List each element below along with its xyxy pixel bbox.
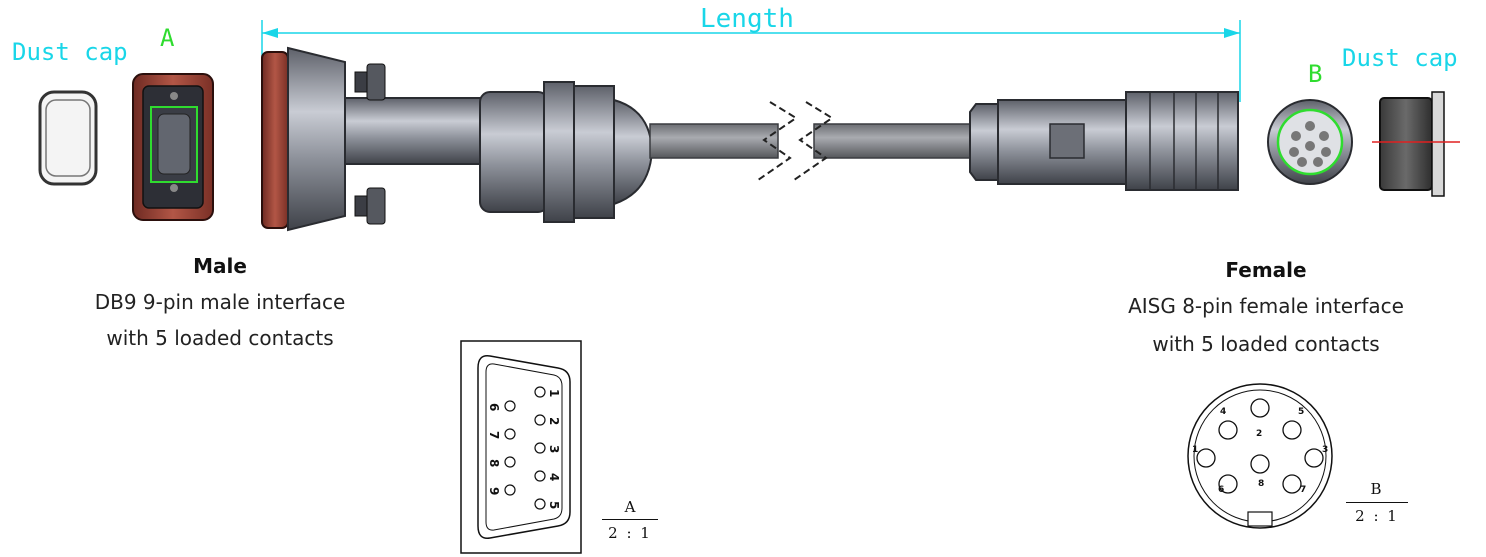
aisg-pin-4 <box>1218 420 1238 440</box>
aisg-pin-label-2: 2 <box>1256 429 1262 439</box>
aisg-view-letter: B <box>1370 480 1382 498</box>
aisg-pin-7 <box>1282 474 1302 494</box>
db9-pinout-drawing: 1 2 3 4 5 6 7 8 9 <box>460 340 582 554</box>
db9-pin-6 <box>504 400 516 412</box>
db9-pin-8 <box>504 456 516 468</box>
db9-pin-1 <box>534 386 546 398</box>
aisg-pin-label-5: 5 <box>1298 407 1304 417</box>
length-label: Length <box>700 4 794 34</box>
aisg-pin-1 <box>1196 448 1216 468</box>
aisg-pin-label-7: 7 <box>1300 485 1306 495</box>
db9-drawing-frame <box>460 340 582 554</box>
aisg-pin-label-6: 6 <box>1218 485 1224 495</box>
aisg-scale-divider <box>1346 502 1408 503</box>
db9-shell-inner <box>485 363 563 531</box>
cable-assembly-drawing <box>38 20 1460 232</box>
end-b-label: B <box>1308 60 1323 88</box>
aisg-key <box>1247 511 1273 527</box>
dust-cap-right-label: Dust cap <box>1342 44 1458 72</box>
aisg-scale: 2 : 1 <box>1355 507 1399 525</box>
female-title: Female <box>1225 258 1307 282</box>
db9-pin-9 <box>504 484 516 496</box>
db9-pin-label-9: 9 <box>487 487 501 495</box>
db9-pin-7 <box>504 428 516 440</box>
db9-pin-label-7: 7 <box>487 431 501 439</box>
connector-b-body <box>969 91 1239 191</box>
female-line1: AISG 8-pin female interface <box>1128 294 1404 318</box>
cable <box>649 101 975 181</box>
right-dust-cap <box>1372 91 1460 197</box>
aisg-pinout-drawing: 1 2 3 4 5 6 7 8 <box>1187 383 1333 529</box>
male-line2: with 5 loaded contacts <box>106 326 334 350</box>
aisg-pin-5 <box>1282 420 1302 440</box>
db9-pin-5 <box>534 498 546 510</box>
db9-pin-label-2: 2 <box>547 417 561 425</box>
db9-scale-divider <box>602 519 658 520</box>
length-dimension <box>261 20 1241 102</box>
aisg-pin-label-1: 1 <box>1192 445 1198 455</box>
db9-view-letter: A <box>624 498 636 516</box>
db9-pin-label-1: 1 <box>547 389 561 397</box>
db9-pin-label-5: 5 <box>547 501 561 509</box>
male-line1: DB9 9-pin male interface <box>94 290 346 314</box>
aisg-pin-6 <box>1218 474 1238 494</box>
connector-a-face <box>132 73 214 221</box>
db9-pin-label-6: 6 <box>487 403 501 411</box>
left-dust-cap <box>38 90 98 186</box>
end-a-label: A <box>160 24 175 52</box>
db9-pin-label-3: 3 <box>547 445 561 453</box>
aisg-pin-label-4: 4 <box>1220 407 1226 417</box>
cable-gland <box>479 81 654 223</box>
connector-b-face <box>1267 99 1353 185</box>
connector-a-body <box>261 46 486 232</box>
aisg-pin-3 <box>1304 448 1324 468</box>
aisg-pin-label-3: 3 <box>1322 445 1328 455</box>
db9-pin-label-4: 4 <box>547 473 561 481</box>
male-title: Male <box>193 254 247 278</box>
db9-shell-outline <box>477 355 571 539</box>
db9-pin-3 <box>534 442 546 454</box>
aisg-pin-label-8: 8 <box>1258 479 1264 489</box>
db9-pin-4 <box>534 470 546 482</box>
db9-pin-2 <box>534 414 546 426</box>
female-line2: with 5 loaded contacts <box>1152 332 1380 356</box>
aisg-pin-2 <box>1250 398 1270 418</box>
dust-cap-left-label: Dust cap <box>12 38 128 66</box>
db9-pin-label-8: 8 <box>487 459 501 467</box>
aisg-pin-8 <box>1250 454 1270 474</box>
db9-scale: 2 : 1 <box>608 524 652 542</box>
